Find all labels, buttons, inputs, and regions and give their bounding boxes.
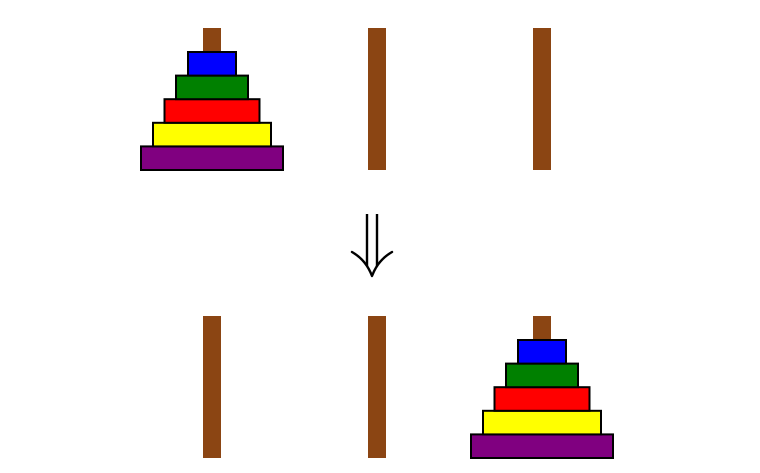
peg-3 <box>533 28 551 170</box>
disk-red <box>493 386 591 412</box>
disk-blue <box>187 51 237 77</box>
final-state <box>203 316 614 459</box>
disk-purple <box>140 145 284 171</box>
disk-red <box>163 98 261 124</box>
double-down-arrow-icon <box>350 214 394 278</box>
peg-1 <box>203 316 221 458</box>
disk-blue <box>517 339 567 365</box>
disk-yellow <box>152 121 272 148</box>
disk-yellow <box>482 409 602 436</box>
disk-purple <box>470 433 614 459</box>
peg-2 <box>368 28 386 170</box>
disk-green <box>175 74 249 101</box>
peg-2 <box>368 316 386 458</box>
disk-green <box>505 362 579 389</box>
initial-state <box>140 28 551 171</box>
